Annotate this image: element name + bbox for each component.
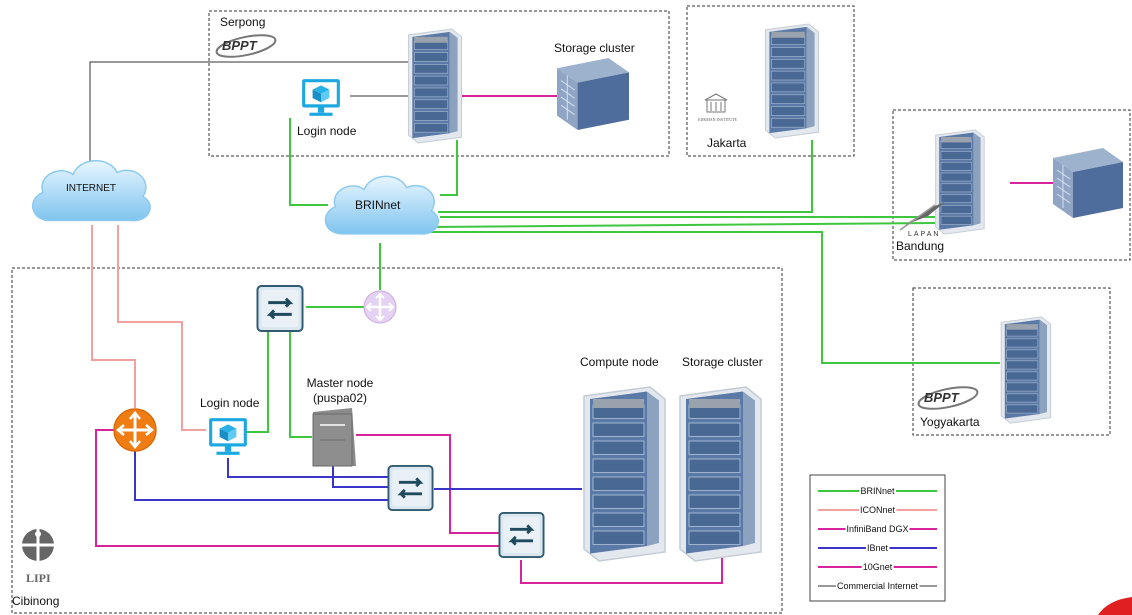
tengnet-link-master-switch [356, 434, 500, 534]
svg-text:BPPT: BPPT [222, 38, 258, 53]
cibinong-switch-top [256, 285, 304, 332]
jakarta-server-rack [764, 23, 820, 139]
commercial-link-internet-serpong [89, 61, 420, 172]
iconnet-link-internet-router [91, 225, 136, 408]
legend-item: IBnet [818, 543, 937, 553]
tengnet-link-switch-storage [520, 545, 723, 584]
brinnet-cloud-label: BRINnet [355, 198, 401, 212]
cibinong-switch-ib [387, 465, 434, 511]
serpong-storage-cluster [557, 58, 629, 130]
login-node-serpong-label: Login node [297, 124, 357, 138]
brinnet-link-switch-login [245, 330, 269, 433]
site-label-jakarta: Jakarta [707, 136, 747, 150]
legend-label: ICONnet [860, 505, 896, 515]
master-node-label: Master node [306, 376, 374, 390]
storage-cluster-rack-cibinong [679, 386, 762, 562]
compute-node-rack [583, 386, 666, 562]
legend-label: 10Gnet [863, 562, 893, 572]
svg-text:EIJKMAN INSTITUTE: EIJKMAN INSTITUTE [698, 117, 738, 122]
svg-text:BPPT: BPPT [924, 390, 960, 405]
bandung-storage [1053, 148, 1123, 218]
serpong-server-rack [407, 28, 463, 144]
bandung-region [892, 109, 1131, 261]
eijkman-logo: EIJKMAN INSTITUTE [698, 93, 738, 122]
legend-label: Commercial Internet [837, 581, 919, 591]
brinnet-link-bandung-2 [429, 222, 936, 228]
brinnet-link-serpong-login [289, 118, 328, 206]
cibinong-switch-10g [498, 512, 545, 558]
yogyakarta-region [912, 287, 1111, 436]
storage-cluster-cibinong-label: Storage cluster [682, 355, 763, 369]
site-label-yogyakarta: Yogyakarta [920, 415, 980, 429]
cibinong-router-brinnet [363, 290, 397, 324]
master-node-host-label: (puspa02) [312, 391, 368, 405]
bppt-logo-serpong: BPPT [215, 34, 277, 58]
jakarta-region [686, 5, 855, 157]
ibnet-link-master-switch [332, 466, 388, 488]
brinnet-link-serpong-server [440, 140, 458, 196]
storage-cluster-serpong-label: Storage cluster [554, 41, 635, 55]
legend-label: InfiniBand DGX [846, 524, 908, 534]
bppt-logo-yogyakarta: BPPT [917, 386, 979, 410]
master-node-server [312, 408, 356, 467]
ibnet-link-router-switch [134, 450, 388, 501]
serpong-login-node-monitor [302, 79, 340, 116]
internet-cloud-label: INTERNET [66, 183, 116, 194]
legend-label: IBnet [867, 543, 889, 553]
site-label-bandung: Bandung [896, 239, 945, 253]
tengnet-link-router-switch [95, 429, 500, 547]
compute-node-label: Compute node [580, 355, 659, 369]
legend-item: 10Gnet [818, 562, 937, 572]
lapan-logo: LAPAN [899, 202, 945, 238]
ibnet-link-login-switch [227, 458, 388, 478]
cibinong-login-node-monitor [209, 418, 247, 455]
brinnet-link-jakarta [438, 140, 813, 213]
brinnet-link-yogyakarta [420, 231, 1000, 364]
serpong-region [208, 10, 670, 157]
yogyakarta-server-rack [1000, 316, 1052, 424]
svg-text:LAPAN: LAPAN [908, 231, 940, 238]
brinnet-link-switch-master [289, 330, 312, 438]
legend-item: Commercial Internet [818, 581, 937, 591]
iconnet-link-internet-login [117, 225, 206, 431]
cibinong-region [11, 267, 783, 614]
site-label-serpong: Serpong [220, 15, 266, 29]
bandung-server-rack [935, 129, 985, 235]
site-label-cibinong: Cibinong [12, 594, 60, 608]
svg-text:LIPI: LIPI [26, 571, 51, 585]
legend-item: ICONnet [818, 505, 937, 515]
legend-label: BRINnet [860, 486, 895, 496]
corner-decoration [1098, 597, 1132, 615]
lipi-logo: LIPI [22, 529, 54, 585]
legend-item: InfiniBand DGX [818, 524, 937, 534]
legend-item: BRINnet [818, 486, 937, 496]
login-node-cibinong-label: Login node [200, 396, 260, 410]
cibinong-main-router [113, 408, 157, 452]
